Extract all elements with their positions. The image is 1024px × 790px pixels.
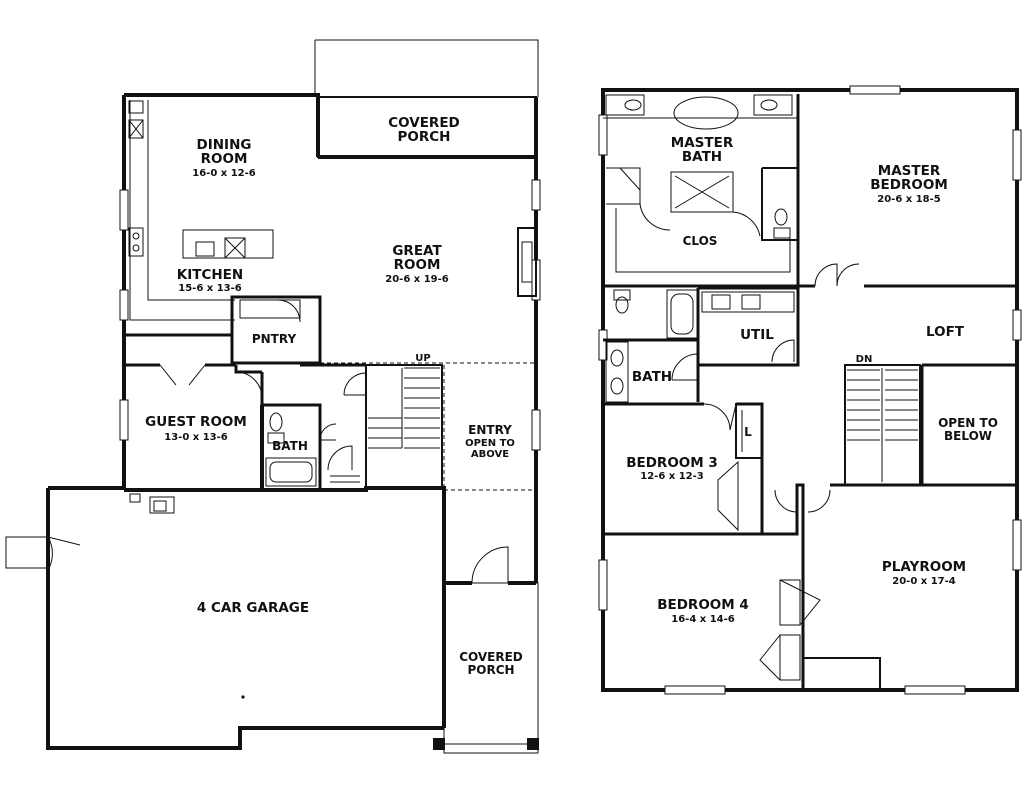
dining-room-dims: 16-0 x 12-6 <box>192 168 256 179</box>
bedroom4-label: BEDROOM 4 <box>657 597 749 613</box>
loft-label: LOFT <box>926 324 965 340</box>
dining-room-label-1: DINING <box>197 137 252 153</box>
entry-label-2: OPEN TO <box>465 438 515 449</box>
bedroom4-dims: 16-4 x 14-6 <box>671 614 735 625</box>
closet-label: CLOS <box>683 234 718 248</box>
first-floor-plan: COVERED PORCH DINING ROOM 16-0 x 12-6 GR… <box>5 39 541 754</box>
master-bath-label-2: BATH <box>682 149 722 165</box>
front-covered-porch <box>443 582 539 754</box>
front-porch-label-1: COVERED <box>459 650 523 664</box>
rear-porch-roof-outline <box>315 39 539 97</box>
rear-porch-label-2: PORCH <box>398 129 451 145</box>
pantry-label: PNTRY <box>252 332 297 346</box>
bedroom3-label: BEDROOM 3 <box>626 455 718 471</box>
up-label: UP <box>415 353 430 364</box>
master-bedroom-dims: 20-6 x 18-5 <box>877 194 941 205</box>
second-floor-plan: MASTER BATH MASTER BEDROOM 20-6 x 18-5 C… <box>598 85 1022 695</box>
great-room-label-2: ROOM <box>394 257 441 273</box>
bedroom3-dims: 12-6 x 12-3 <box>640 471 704 482</box>
guest-room-dims: 13-0 x 13-6 <box>164 432 228 443</box>
master-bedroom-label-2: BEDROOM <box>870 177 948 193</box>
pantry-walls <box>230 295 322 365</box>
open-to-below-label-2: BELOW <box>944 429 992 443</box>
entry-label-1: ENTRY <box>468 423 512 437</box>
kitchen-label: KITCHEN <box>177 267 243 283</box>
bath-label-1f: BATH <box>272 439 308 453</box>
util-label: UTIL <box>740 327 774 343</box>
bath-label-2f: BATH <box>632 369 672 385</box>
fireplace <box>517 227 537 297</box>
dn-label: DN <box>856 354 873 365</box>
first-floor-stairs <box>365 364 443 490</box>
master-bedroom-label-1: MASTER <box>878 163 941 179</box>
house-rear-wall <box>124 93 320 157</box>
playroom-label: PLAYROOM <box>882 559 966 575</box>
dining-room-label-2: ROOM <box>201 151 248 167</box>
entry-label-3: ABOVE <box>471 449 509 460</box>
playroom-dims: 20-0 x 17-4 <box>892 576 956 587</box>
rear-porch-label-1: COVERED <box>388 115 460 131</box>
open-to-below-label-1: OPEN TO <box>938 416 998 430</box>
guest-room-label: GUEST ROOM <box>145 414 247 430</box>
linen-label: L <box>744 425 752 439</box>
front-porch-label-2: PORCH <box>467 663 514 677</box>
kitchen-dims: 15-6 x 13-6 <box>178 283 242 294</box>
garage-label: 4 CAR GARAGE <box>197 600 309 616</box>
great-room-label-1: GREAT <box>392 243 442 259</box>
great-room-dims: 20-6 x 19-6 <box>385 274 449 285</box>
master-bath-label-1: MASTER <box>671 135 734 151</box>
